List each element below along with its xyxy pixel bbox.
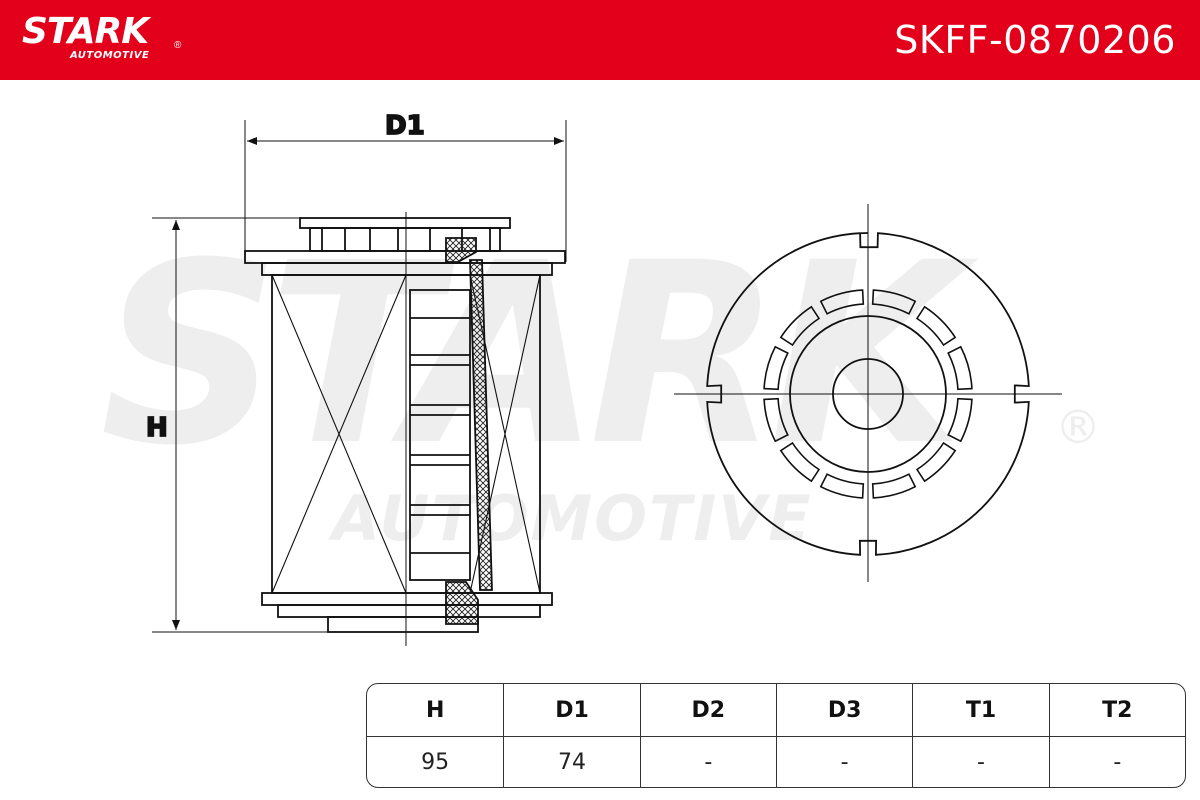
spec-value-t1: - — [912, 737, 1048, 787]
seal-band — [469, 259, 493, 591]
outer-ring — [706, 232, 1030, 556]
watermark-subtext: AUTOMOTIVE — [332, 482, 813, 555]
spec-value-d1: 74 — [503, 737, 639, 787]
top-gasket — [445, 237, 477, 263]
inner-ring — [789, 315, 947, 473]
slot-opening — [819, 473, 865, 499]
slot-opening — [871, 289, 917, 315]
slot-opening — [947, 397, 973, 443]
dimension-h-label: H — [146, 413, 168, 443]
spec-value-d3: - — [775, 737, 912, 787]
registered-mark: ® — [174, 40, 182, 51]
slot-opening — [779, 441, 821, 483]
spec-header-d2: D2 — [639, 684, 776, 737]
brand-watermark: STARK AUTOMOTIVE ® — [100, 230, 1110, 560]
spec-table: H D1 D2 D3 T1 T2 95 74 - - - - — [366, 683, 1186, 788]
slot-opening — [779, 305, 821, 347]
dimension-d1 — [244, 120, 567, 262]
top-cap — [244, 250, 566, 264]
watermark-text: STARK — [100, 209, 963, 500]
dimension-h — [152, 217, 404, 633]
top-view — [674, 204, 1062, 582]
slot-opening — [871, 473, 917, 499]
slot-opening — [763, 397, 789, 443]
spec-header-h: H — [367, 684, 504, 737]
brand-logo-subtext: AUTOMOTIVE — [70, 50, 150, 61]
brand-logo: STARK ® AUTOMOTIVE — [22, 11, 181, 62]
spec-table-value-row: 95 74 - - - - — [367, 737, 1185, 787]
slot-opening — [947, 345, 973, 391]
header-bar: STARK ® AUTOMOTIVE SKFF-0870206 — [0, 0, 1200, 80]
spec-value-h: 95 — [421, 749, 450, 775]
inner-core — [409, 289, 471, 581]
brand-logo-text: STARK — [22, 11, 149, 52]
dimension-d1-label: D1 — [385, 111, 425, 141]
slot-opening — [915, 441, 957, 483]
slot-opening — [763, 345, 789, 391]
spec-header-d3: D3 — [775, 684, 913, 737]
spec-header-t1: T1 — [912, 684, 1049, 737]
part-number: SKFF-0870206 — [894, 18, 1176, 62]
spec-value-t2: - — [1048, 737, 1185, 787]
slot-opening — [915, 305, 957, 347]
slot-opening — [819, 289, 865, 315]
spec-table-header-row: H D1 D2 D3 T1 T2 — [367, 684, 1185, 737]
center-hole — [832, 358, 904, 430]
spec-header-d1: D1 — [503, 684, 640, 737]
side-view: D1 H — [145, 110, 567, 646]
spec-header-t2: T2 — [1048, 684, 1185, 737]
top-neck — [299, 217, 511, 229]
watermark-registered: ® — [1055, 400, 1101, 454]
slot-openings — [763, 289, 973, 499]
bottom-cap — [261, 592, 553, 606]
spec-value-d2: - — [639, 737, 776, 787]
